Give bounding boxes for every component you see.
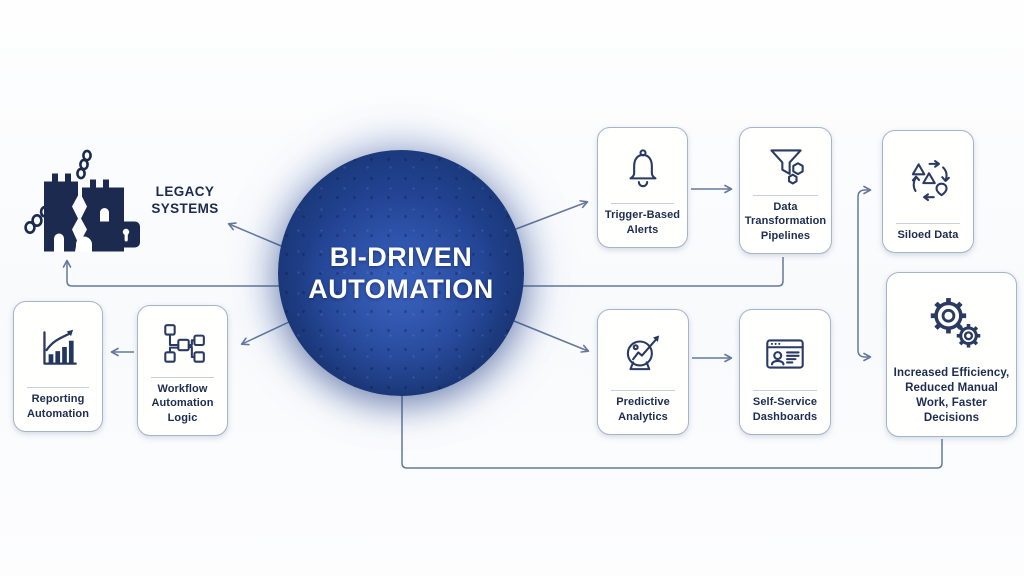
broken-castle-lock-icon — [24, 149, 140, 252]
connector-circle-to-trigger — [515, 200, 589, 230]
circle-texture — [278, 150, 524, 396]
node-siloed-data: Siloed Data — [882, 130, 974, 253]
node-label: Self-Service Dashboards — [752, 396, 818, 423]
legacy-line2: SYSTEMS — [151, 201, 219, 217]
connector-circle-to-pipelines — [523, 257, 784, 287]
central-node-bi-driven-automation: BI-DRIVEN AUTOMATION — [278, 150, 524, 396]
node-label: Trigger-Based Alerts — [604, 209, 681, 236]
card-divider — [150, 377, 215, 379]
node-data-transformation-pipelines: Data Transformation Pipelines — [739, 127, 832, 254]
data-cycle-icon — [911, 160, 950, 202]
legacy-line1: LEGACY — [155, 184, 215, 199]
central-title-line2: AUTOMATION — [308, 274, 494, 304]
card-divider — [610, 203, 675, 205]
node-reporting-automation: Reporting Automation — [13, 301, 103, 432]
crystal-ball-trend-icon — [626, 335, 660, 370]
card-divider — [753, 195, 818, 197]
card-divider — [753, 390, 817, 392]
node-label: Increased Efficiency, Reduced Manual Wor… — [893, 367, 1010, 425]
node-label: Predictive Analytics — [616, 396, 670, 423]
funnel-data-icon — [769, 149, 804, 185]
node-workflow-automation-logic: Workflow Automation Logic — [137, 305, 228, 436]
connector-circle-to-workflow — [240, 321, 290, 346]
central-node-title: BI-DRIVEN AUTOMATION — [308, 241, 493, 306]
node-self-service-dashboards: Self-Service Dashboards — [739, 309, 831, 435]
connector-circle-to-legacy — [227, 222, 287, 249]
card-divider — [611, 390, 675, 392]
connector-circle-to-predictive — [513, 320, 590, 353]
workflow-nodes-icon — [163, 324, 205, 363]
card-divider — [896, 222, 960, 224]
connector-bracket-to-siloed — [857, 185, 872, 272]
node-increased-efficiency: Increased Efficiency, Reduced Manual Wor… — [886, 272, 1017, 437]
node-label: Siloed Data — [897, 228, 959, 241]
dashboard-user-icon — [766, 339, 804, 369]
central-title-line1: BI-DRIVEN — [329, 241, 473, 272]
node-predictive-analytics: Predictive Analytics — [597, 309, 689, 435]
connector-bracket-to-efficiency — [857, 272, 872, 362]
node-label: Workflow Automation Logic — [151, 383, 214, 424]
connector-circle-left-to-castle — [62, 259, 279, 287]
node-label: Data Transformation Pipelines — [744, 201, 827, 242]
bell-icon — [628, 149, 657, 188]
card-divider — [26, 387, 90, 389]
legacy-systems-label: LEGACY SYSTEMS — [146, 183, 224, 218]
gears-icon — [930, 297, 980, 348]
bar-chart-growth-icon — [43, 329, 77, 365]
node-trigger-based-alerts: Trigger-Based Alerts — [597, 127, 688, 248]
node-label: Reporting Automation — [26, 393, 90, 420]
connector-circle-bottom-to-efficiency — [401, 395, 943, 469]
